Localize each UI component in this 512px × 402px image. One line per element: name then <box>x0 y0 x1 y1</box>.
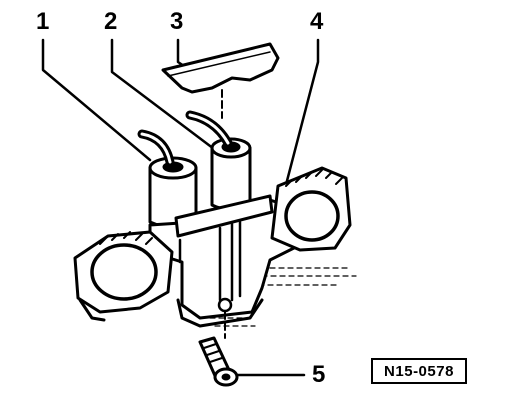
figure-reference-code: N15-0578 <box>371 358 467 384</box>
sensor-part-2 <box>185 110 252 211</box>
manifold-body-part-4 <box>73 166 357 339</box>
leader-lines <box>41 38 320 377</box>
callout-3: 3 <box>170 8 184 35</box>
callout-2: 2 <box>104 8 118 35</box>
leader-line-1 <box>41 38 152 162</box>
callout-4: 4 <box>310 8 324 35</box>
leader-line-2 <box>110 38 224 157</box>
callout-1: 1 <box>36 8 50 35</box>
bolt-part-5 <box>198 336 239 387</box>
cover-clip-part-3 <box>161 42 280 119</box>
sensor-part-1 <box>137 129 198 229</box>
leader-line-4 <box>280 38 320 202</box>
callout-5: 5 <box>312 361 326 388</box>
